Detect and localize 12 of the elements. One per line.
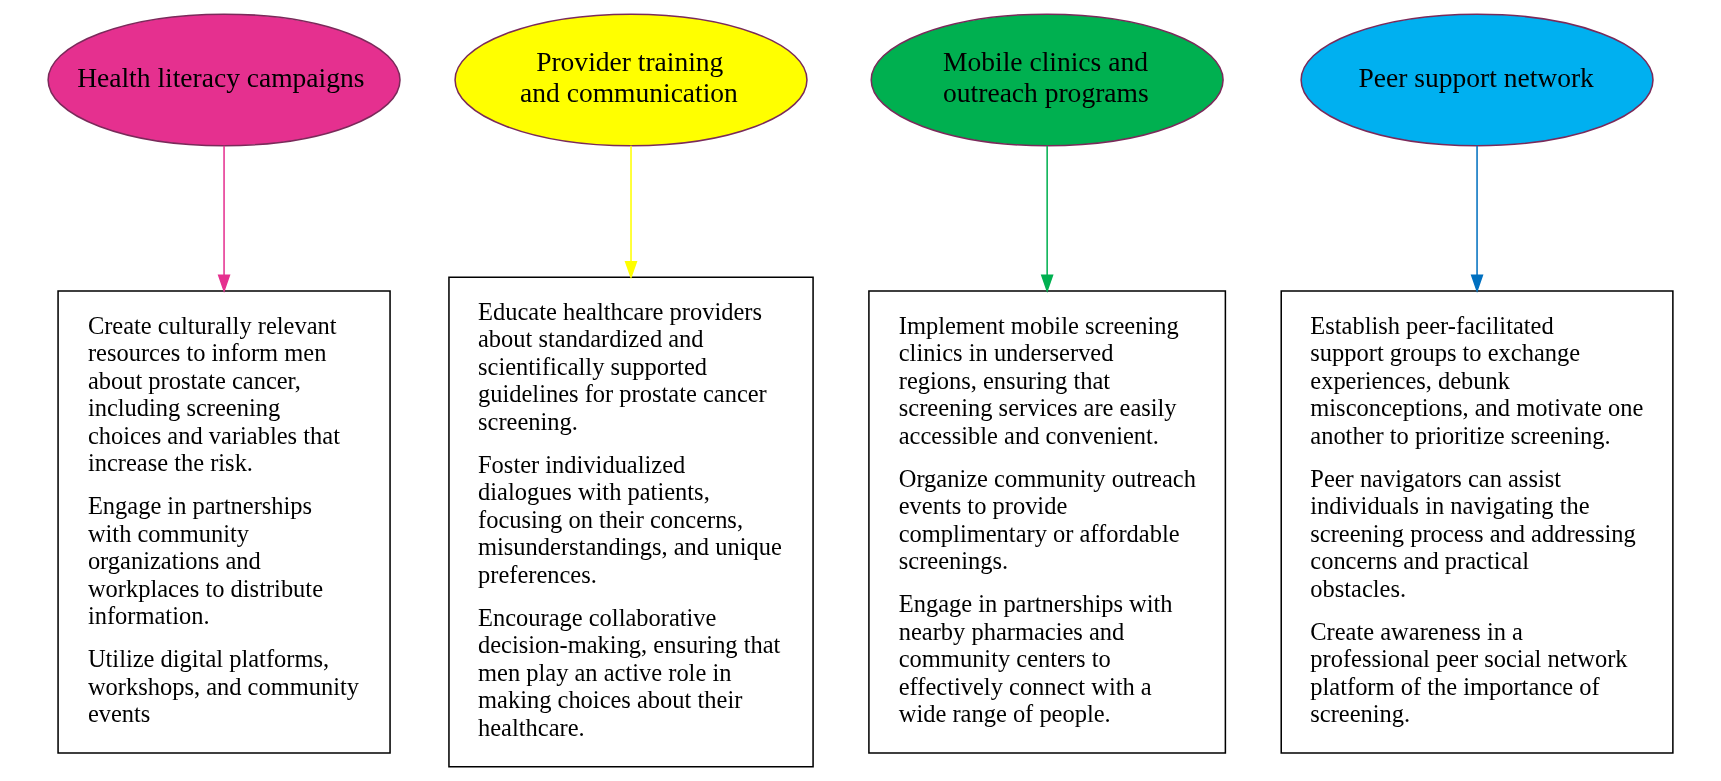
arrow [624,145,638,280]
node-ellipse: Peer support network [1300,13,1654,147]
node-box: Educate healthcare providers about standardized and scientifically supported guidelines for prostate cancer screening. Foster individualized dialogues with patients, focusing on their concerns, misunderstandings, and unique preferences. Encourage collaborative decision-making, ensuring that men play an active role in making choices about their healthcare. [448,276,814,768]
node-ellipse: Health literacy campaigns [47,13,401,147]
arrow [1470,145,1484,293]
node-ellipse: Mobile clinics and outreach programs [870,13,1224,147]
node-box: Create culturally relevant resources to inform men about prostate cancer, including screening choices and variables that increase the risk. Engage in partnerships with community organizations and workplaces to distribute information. Utilize digital platforms, workshops, and community events [57,290,391,754]
arrow [1040,145,1054,293]
node-box: Implement mobile screening clinics in underserved regions, ensuring that screening services are easily accessible and convenient. Organize community outreach events to provide complimentary or affordable screenings. Engage in partnerships with nearby pharmacies and community centers to effectively connect with a wide range of people. [868,290,1227,754]
node-ellipse: Provider training and communication [454,13,808,147]
node-box: Establish peer-facilitated support groups to exchange experiences, debunk misconceptions, and motivate one another to prioritize screening. Peer navigators can assist individuals in navigating the screening process and addressing concerns and practical obstacles. Create awareness in a professional peer social network platform of the importance of screening. [1280,290,1674,754]
arrow [217,145,231,293]
